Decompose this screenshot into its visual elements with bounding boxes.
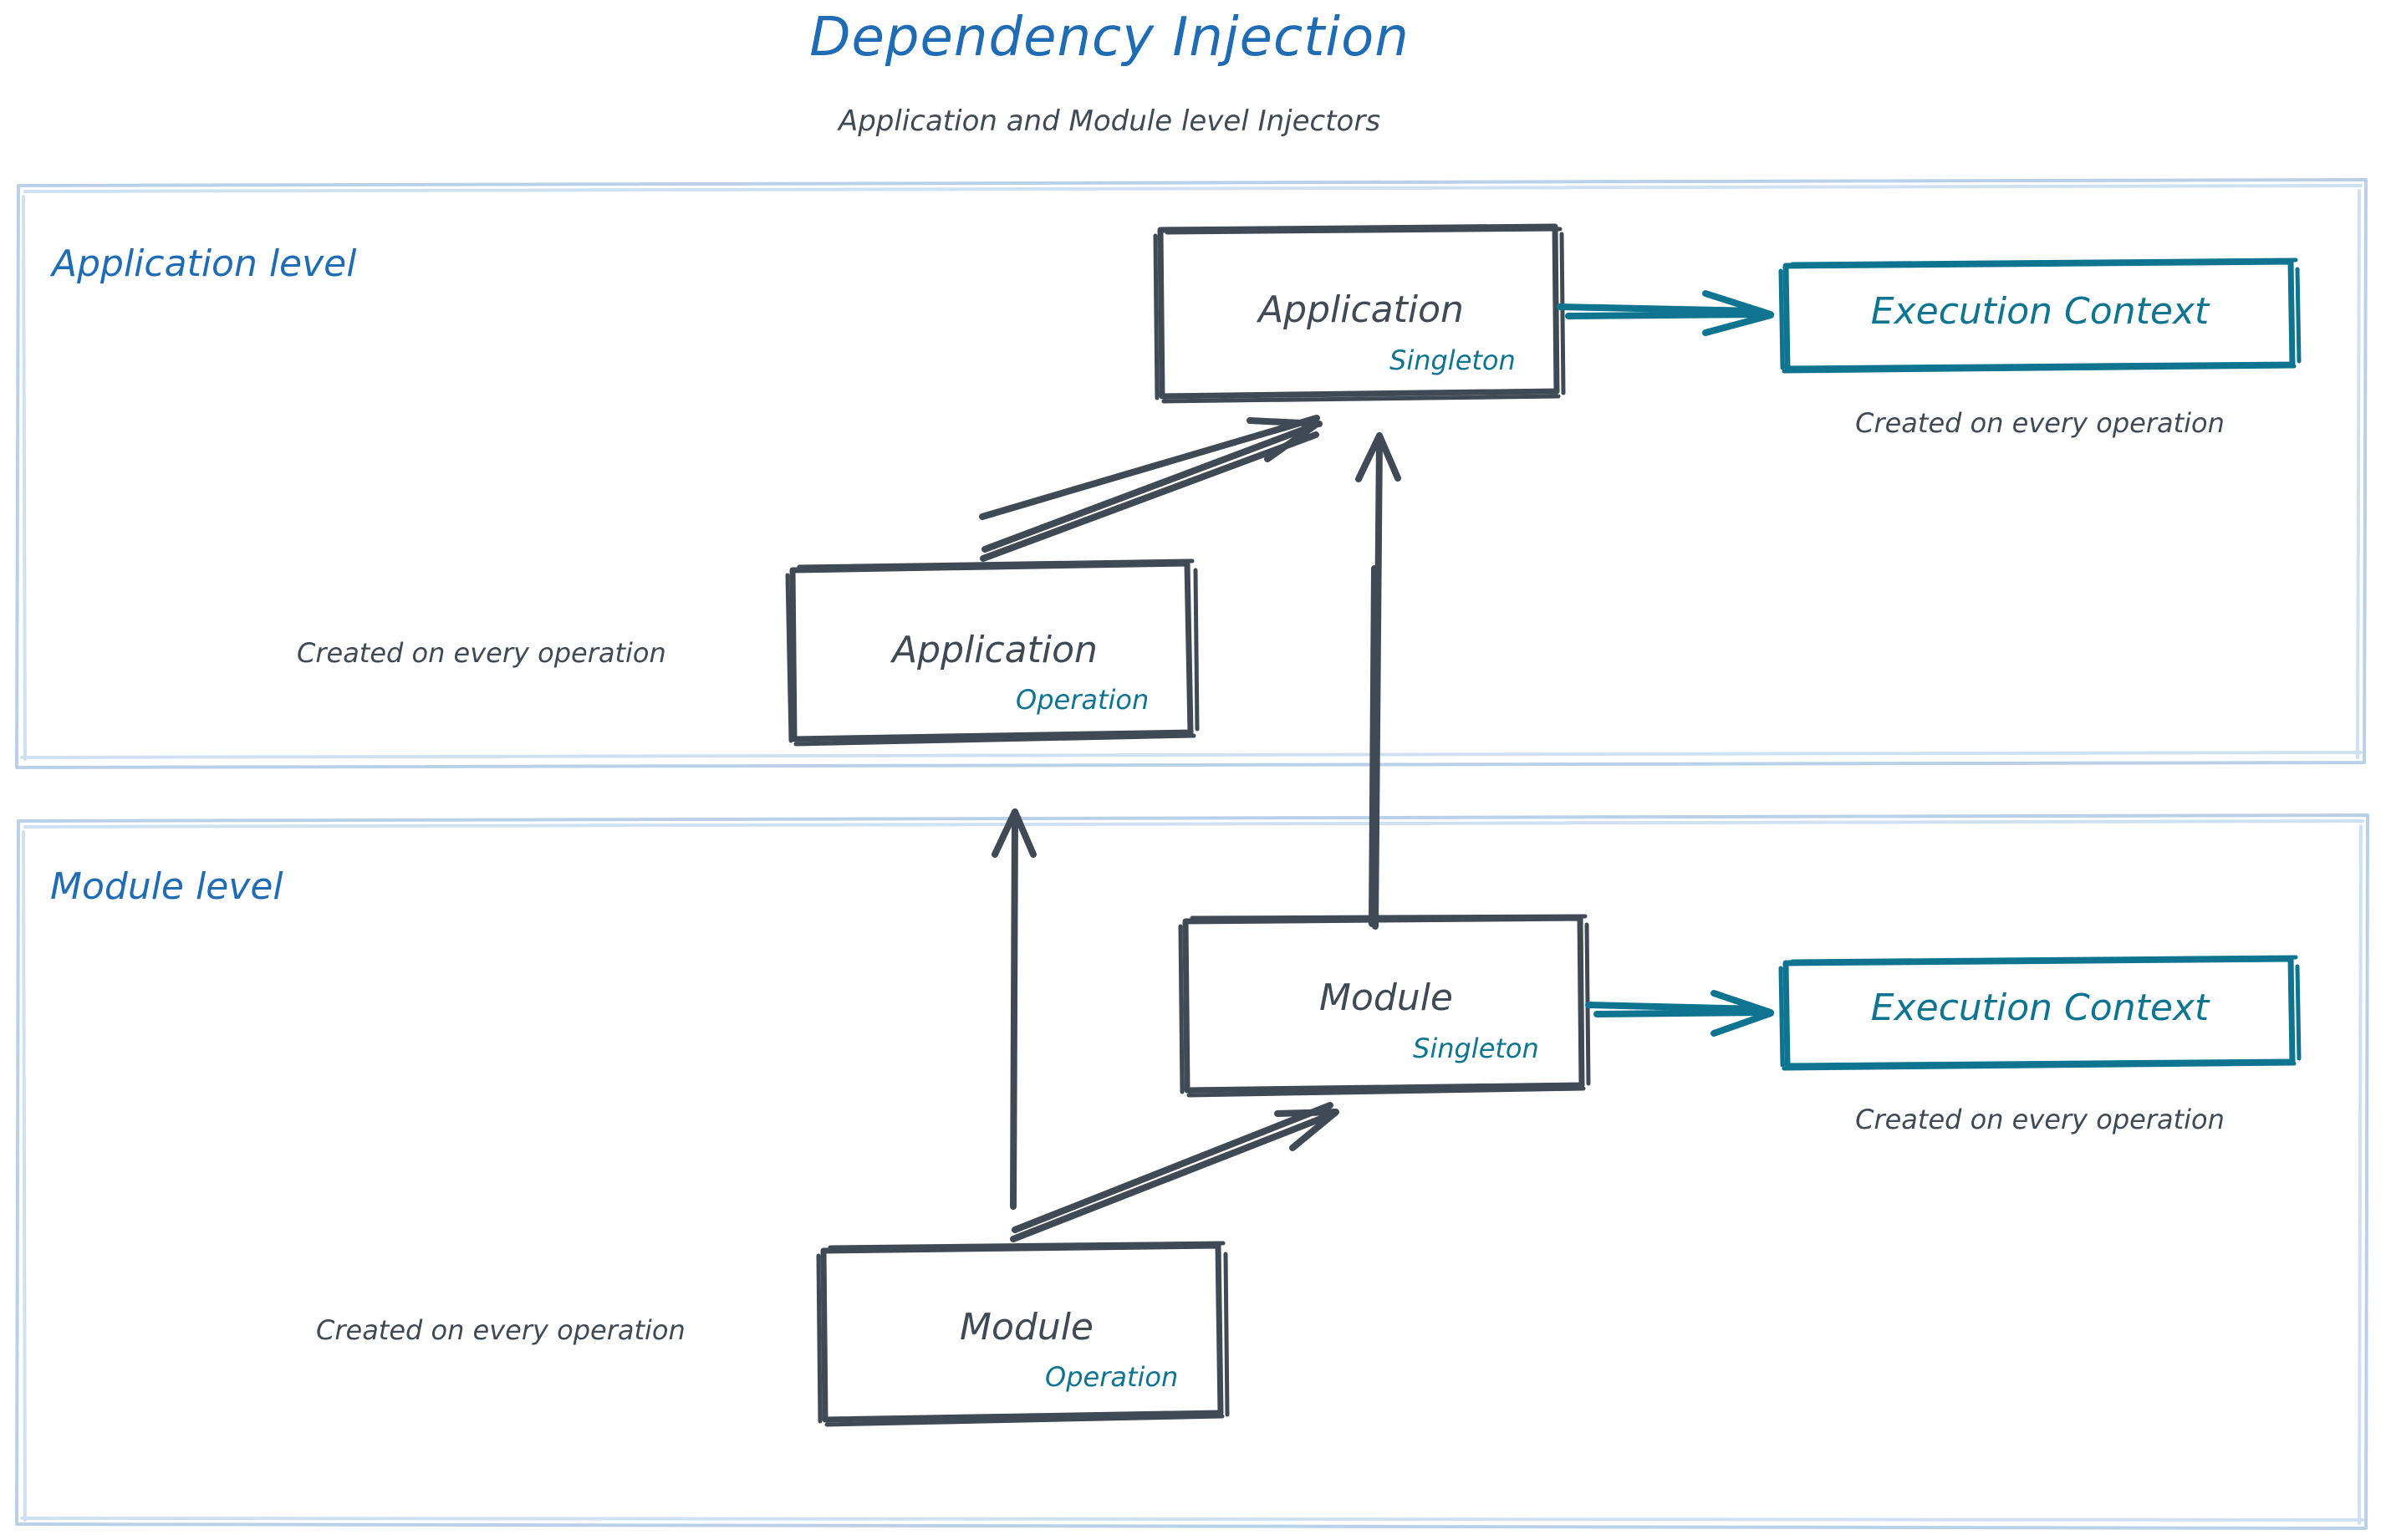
node-application-singleton-scope: Singleton bbox=[1389, 344, 1516, 376]
edge-module-operation-to-module-singleton bbox=[1010, 1102, 1339, 1242]
node-execution-context-application-title[interactable]: Execution Context bbox=[1870, 290, 2210, 333]
node-application-singleton-title[interactable]: Application bbox=[1258, 288, 1464, 331]
caption-application-operation: Created on every operation bbox=[297, 637, 666, 669]
edge-module-singleton-to-app-singleton bbox=[1355, 432, 1401, 930]
panel-application-level-border bbox=[15, 178, 2368, 769]
node-module-singleton-title[interactable]: Module bbox=[1319, 977, 1453, 1019]
panel-label-application-level: Application level bbox=[52, 242, 357, 285]
panel-label-module-level: Module level bbox=[50, 865, 283, 908]
edge-app-singleton-to-execution-context bbox=[1557, 290, 1774, 336]
panel-module-level-border bbox=[15, 813, 2369, 1530]
caption-execution-context-module: Created on every operation bbox=[1855, 1104, 2225, 1135]
edge-module-operation-to-app-operation bbox=[992, 808, 1037, 1210]
node-application-operation-title[interactable]: Application bbox=[892, 629, 1098, 671]
node-module-operation-title[interactable]: Module bbox=[960, 1306, 1094, 1349]
node-execution-context-module-title[interactable]: Execution Context bbox=[1870, 987, 2210, 1029]
node-module-operation-scope: Operation bbox=[1045, 1361, 1179, 1393]
edge-module-singleton-to-execution-context bbox=[1585, 990, 1774, 1037]
edge-app-operation-to-app-singleton bbox=[979, 415, 1323, 562]
page-title: Dependency Injection bbox=[809, 7, 1410, 69]
caption-module-operation: Created on every operation bbox=[316, 1314, 686, 1346]
node-application-operation-scope: Operation bbox=[1016, 684, 1150, 716]
page-subtitle: Application and Module level Injectors bbox=[838, 105, 1381, 138]
node-module-singleton-scope: Singleton bbox=[1413, 1033, 1539, 1064]
caption-execution-context-application: Created on every operation bbox=[1855, 407, 2225, 439]
